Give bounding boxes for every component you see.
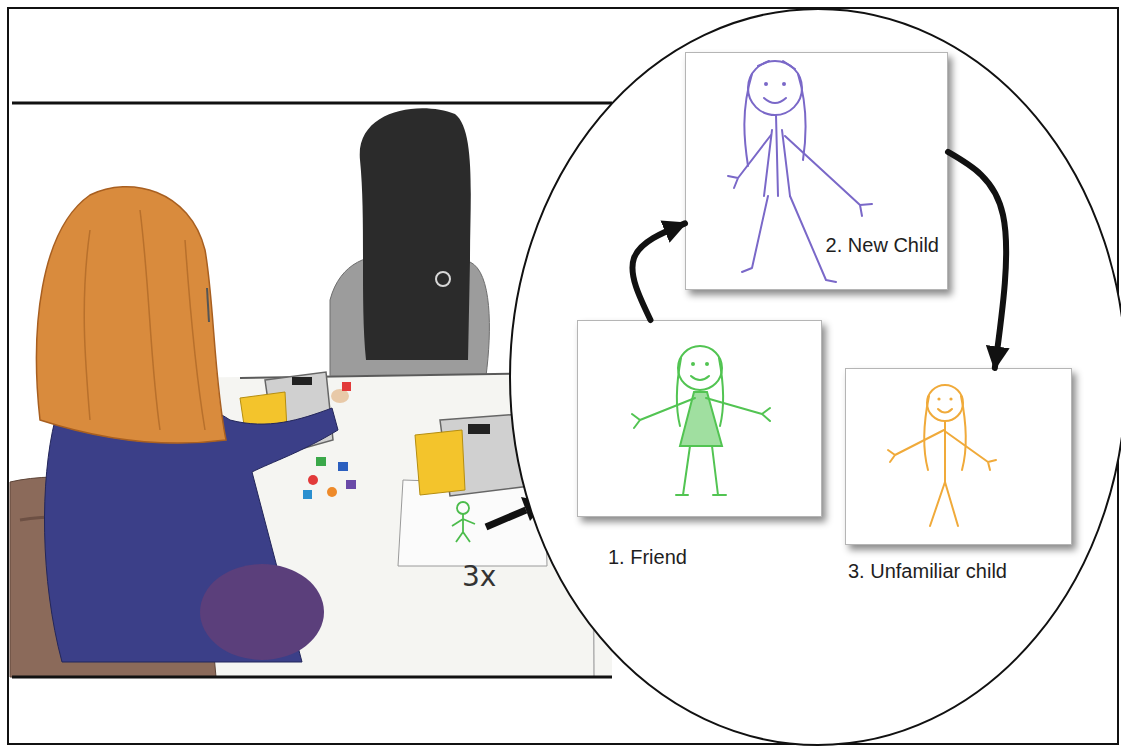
figure-hair (744, 61, 805, 166)
panel-line (12, 676, 612, 679)
card-label: 3. Unfamiliar child (848, 560, 1007, 583)
figure-head (748, 61, 802, 115)
hair (37, 187, 226, 444)
token (338, 462, 348, 471)
purple-stick-figure (728, 61, 872, 282)
token-in-hand (342, 382, 351, 391)
figure-hair (677, 358, 724, 426)
figure-body (944, 421, 946, 482)
figure-eye (705, 362, 709, 366)
figure-eye (937, 397, 940, 400)
figure-dress (680, 392, 722, 446)
figure-eye (764, 82, 768, 86)
hand (331, 389, 349, 403)
token (346, 480, 356, 489)
figure-limbs (452, 514, 475, 542)
figure-arms (888, 430, 996, 470)
figure-smile (938, 409, 952, 413)
green-stick-figure (632, 346, 770, 495)
figure-smile (764, 98, 786, 103)
picture-card: 2. New Child (685, 52, 948, 290)
figure-head (678, 346, 722, 390)
figure-legs (676, 446, 726, 495)
panel-line (12, 102, 612, 105)
figure-hair (924, 396, 965, 470)
figure-body (764, 115, 790, 196)
figure-head (457, 502, 469, 514)
repeat-count: 3x (462, 560, 496, 593)
token (303, 490, 312, 499)
glasses (207, 288, 209, 322)
orange-stick-figure (888, 385, 996, 526)
lap (200, 564, 324, 660)
figure-arms (728, 135, 872, 216)
token (308, 475, 318, 485)
figure-eye (782, 82, 786, 86)
token (327, 487, 337, 497)
picture-card: 3. Unfamiliar child (845, 368, 1072, 545)
edge-layer (632, 152, 1006, 368)
apparatus-slot (292, 377, 312, 385)
experimenter-hair (360, 108, 471, 360)
apparatus-slot (468, 424, 490, 434)
token (316, 457, 326, 466)
small-stick-figure (452, 502, 475, 542)
figure-eye (949, 397, 952, 400)
figure-head (927, 385, 963, 421)
earring (436, 272, 450, 286)
figure-eye (691, 362, 695, 366)
cycle-arrow (948, 152, 1006, 368)
yellow-flap (415, 430, 465, 495)
figure-legs (930, 482, 958, 526)
inset-circle (510, 9, 1121, 745)
pointer-arrow (486, 510, 526, 527)
figure-legs (742, 196, 836, 282)
picture-card: 1. Friend (577, 320, 822, 517)
card-label: 1. Friend (608, 546, 687, 569)
cycle-arrow (632, 223, 685, 320)
hair-strands (84, 210, 205, 430)
figure-arms (632, 398, 770, 428)
card-label: 2. New Child (826, 234, 939, 257)
figure-smile (691, 376, 709, 380)
